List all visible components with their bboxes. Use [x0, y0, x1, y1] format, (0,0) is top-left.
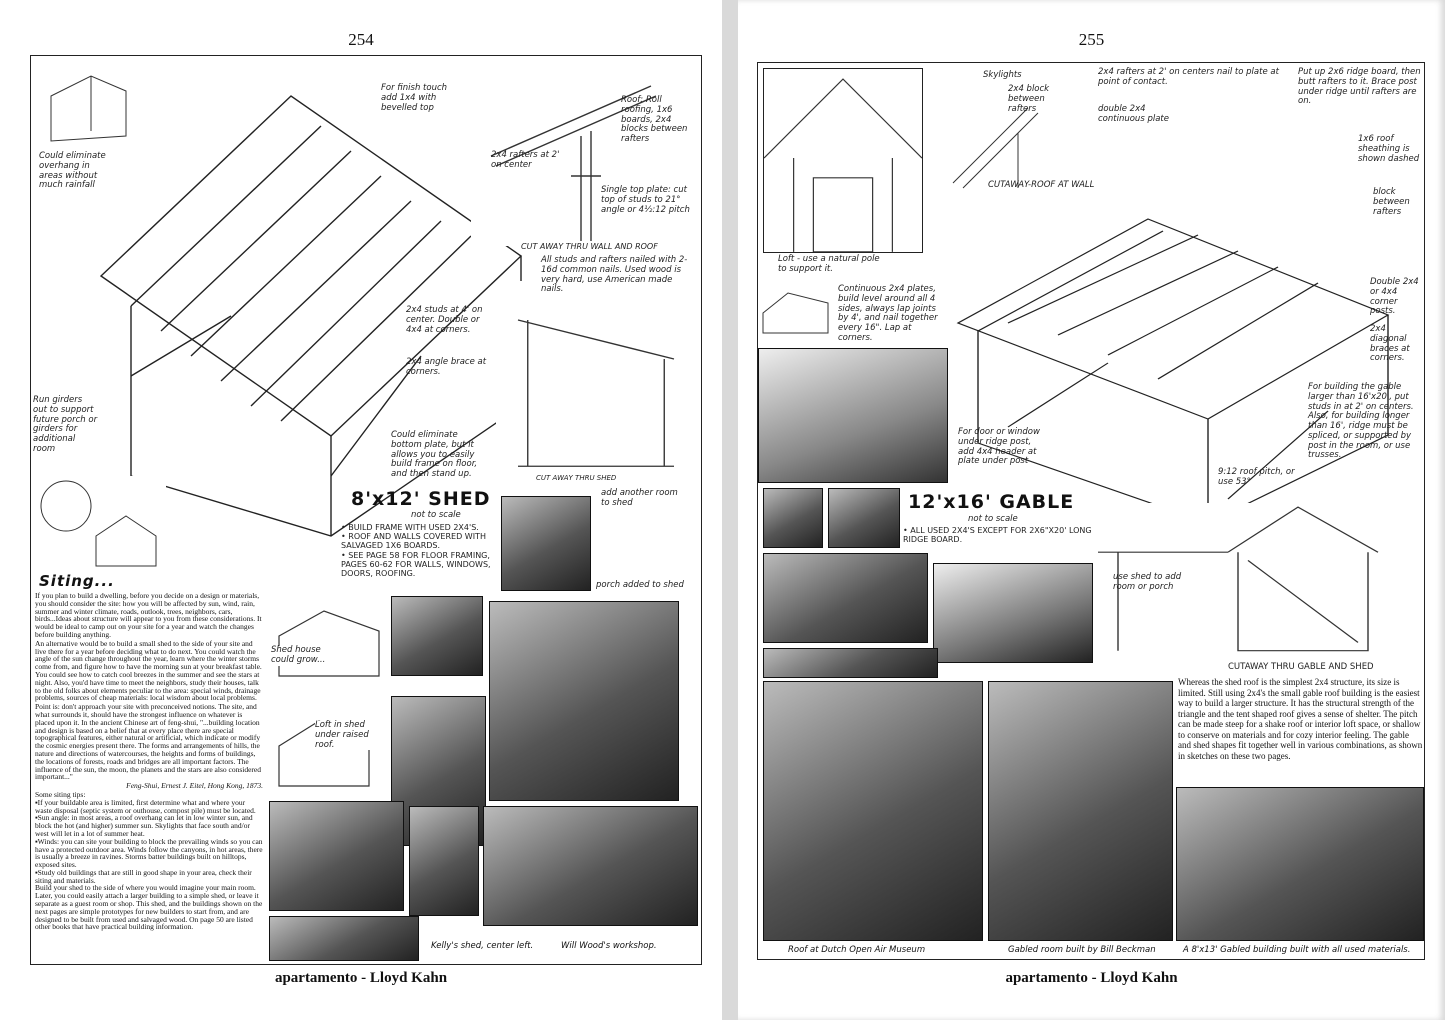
annotation: 2x4 studs at 4' on center. Double or 4x4… [406, 305, 483, 335]
sketch-interior [758, 348, 948, 483]
annotation: use shed to add room or porch [1113, 572, 1182, 592]
tips-heading: Some siting tips: [35, 789, 86, 799]
annotation: Skylights [983, 70, 1022, 80]
small-gable-sketch [758, 288, 833, 338]
note: • ALL USED 2X4'S EXCEPT FOR 2X6"X20' LON… [903, 526, 1092, 545]
annotation: block between rafters [1373, 187, 1410, 217]
photo-caption: Will Wood's workshop. [561, 941, 657, 951]
note: • BUILD FRAME WITH USED 2X4'S. [341, 523, 479, 532]
page-number: 255 [1078, 30, 1105, 49]
annotation: Loft - use a natural pole to support it. [778, 254, 880, 274]
photo [828, 488, 900, 548]
right-page: 255 Skylights 2x4 block between rafters … [738, 0, 1445, 1020]
paragraph: If you plan to build a dwelling, before … [35, 591, 262, 639]
photo-caption: A 8'x13' Gabled building built with all … [1183, 945, 1411, 955]
photo-caption: Roof at Dutch Open Air Museum [788, 945, 926, 955]
annotation: CUT AWAY THRU SHED [536, 474, 617, 482]
annotation: Roof: Roll roofing, 1x6 boards, 2x4 bloc… [621, 95, 688, 145]
small-shed-sketch [41, 61, 131, 151]
annotation: All studs and rafters nailed with 2-16d … [541, 255, 688, 295]
annotation: CUTAWAY-ROOF AT WALL [988, 180, 1095, 190]
siting-text: If you plan to build a dwelling, before … [35, 592, 263, 932]
annotation: 2x4 rafters at 2' on centers nail to pla… [1098, 67, 1279, 87]
annotation: 1x6 roof sheathing is shown dashed [1358, 134, 1420, 164]
annotation: Double 2x4 or 4x4 corner posts. [1370, 277, 1419, 317]
gable-title: 12'x16' GABLE [908, 491, 1075, 513]
annotation: Run girders out to support future porch … [33, 395, 98, 454]
annotation: double 2x4 continuous plate [1098, 104, 1169, 124]
cutaway-wall-roof-sketch [471, 76, 691, 246]
annotation: 2x4 block between rafters [1008, 84, 1050, 114]
photo-caption: Gabled room built by Bill Beckman [1008, 945, 1156, 955]
annotation: 2x4 rafters at 2' on center [491, 150, 560, 170]
tip: ▪Winds: you can site your building to bl… [35, 836, 263, 870]
paragraph: Build your shed to the side of where you… [35, 883, 263, 932]
annotation: For finish touch add 1x4 with bevelled t… [381, 83, 448, 113]
page-frame: Skylights 2x4 block between rafters 2x4 … [757, 62, 1425, 960]
note: • ROOF AND WALLS COVERED WITH SALVAGED 1… [341, 532, 486, 551]
annotation: 2x4 angle brace at corners. [406, 357, 487, 377]
annotation: add another room to shed [601, 488, 681, 509]
annotation: CUT AWAY THRU WALL AND ROOF [521, 242, 658, 251]
paragraph: Point is: don't approach your site with … [35, 702, 261, 782]
photo-grid [489, 601, 679, 801]
paragraph: An alternative would be to build a small… [35, 638, 262, 703]
page-frame: 8'x12' SHED not to scale • BUILD FRAME W… [30, 55, 702, 965]
annotation: CUTAWAY THRU GABLE AND SHED [1228, 662, 1374, 672]
gable-paragraph: Whereas the shed roof is the simplest 2x… [1178, 677, 1423, 761]
tree-shed-sketch [36, 476, 166, 571]
cutaway-shed-sketch [496, 281, 696, 476]
photo [391, 596, 483, 676]
annotation: For building the gable larger than 16'x2… [1308, 382, 1414, 461]
cutaway-gable-shed-sketch [1098, 503, 1418, 663]
siting-heading: Siting... [39, 572, 115, 590]
annotation: Could eliminate overhang in areas withou… [39, 151, 106, 191]
subtitle: not to scale [968, 514, 1018, 524]
shed-title: 8'x12' SHED [351, 488, 491, 510]
photo [409, 806, 479, 916]
photo-gabled-building [1176, 787, 1424, 941]
photo [269, 916, 419, 961]
gable-frame-sketch [948, 203, 1418, 524]
sketch-gable-house [933, 563, 1093, 663]
page-number: 254 [348, 30, 374, 49]
shed-notes: • BUILD FRAME WITH USED 2X4'S. • ROOF AN… [341, 523, 499, 578]
photo [763, 488, 823, 548]
annotation: Single top plate: cut top of studs to 21… [601, 185, 690, 215]
photo-workshop [483, 806, 698, 926]
annotation: For door or window under ridge post, add… [958, 427, 1040, 467]
shed-frame-sketch [91, 76, 531, 546]
photo-gabled-room [988, 681, 1173, 941]
annotation: Shed house could grow... [271, 645, 331, 666]
note: • SEE PAGE 58 FOR FLOOR FRAMING, PAGES 6… [341, 550, 491, 578]
photo-grid [763, 648, 938, 678]
photo-dutch-roof [763, 681, 983, 941]
citation: Feng-Shui, Ernest J. Eitel, Hong Kong, 1… [126, 781, 263, 791]
left-page: 254 8'x12' SHED not to scale • BUILD FRA… [0, 0, 722, 1020]
annotation: Loft in shed under raised roof. [315, 720, 385, 751]
annotation: porch added to shed [596, 580, 686, 591]
photo-grid [763, 553, 928, 643]
photo-caption: Kelly's shed, center left. [431, 941, 534, 951]
annotation: 2x4 diagonal braces at corners. [1370, 324, 1410, 364]
cutaway-roof-at-wall-sketch [948, 93, 1058, 193]
gable-notes: • ALL USED 2X4'S EXCEPT FOR 2X6"X20' LON… [903, 526, 1093, 544]
loft-interior-sketch [763, 68, 923, 253]
page-footer: apartamento - Lloyd Kahn [1005, 970, 1178, 986]
annotation: 9:12 roof pitch, or use 53° [1218, 467, 1295, 487]
page-footer: apartamento - Lloyd Kahn [274, 970, 448, 986]
shed-grow-sketches [269, 596, 385, 796]
subtitle: not to scale [411, 510, 461, 520]
photo [269, 801, 404, 911]
photo [501, 496, 591, 591]
tip: ▪Sun angle: in most areas, a roof overha… [35, 813, 253, 838]
annotation: Continuous 2x4 plates, build level aroun… [838, 284, 938, 343]
tip: ▪Study old buildings that are still in g… [35, 867, 252, 885]
tip: ▪If your buildable area is limited, firs… [35, 797, 256, 815]
annotation: Put up 2x6 ridge board, then butt rafter… [1298, 67, 1421, 107]
annotation: Could eliminate bottom plate, but it all… [391, 430, 478, 480]
